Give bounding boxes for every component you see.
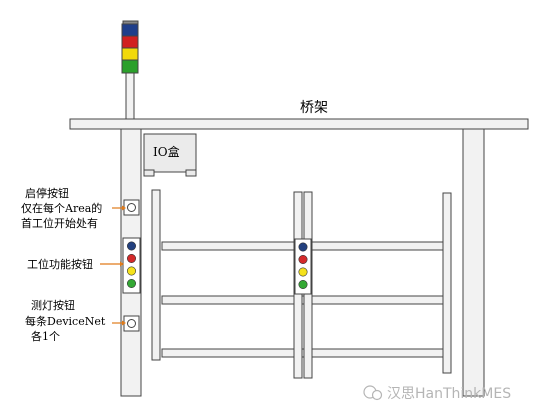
start-stop-button — [123, 199, 140, 216]
bridge-label: 桥架 — [300, 100, 328, 116]
station-button-panel-2 — [294, 238, 312, 295]
signal-tower-green — [121, 59, 139, 74]
button-yellow — [127, 266, 137, 276]
signal-tower — [121, 20, 139, 152]
signal-tower-yellow — [121, 47, 139, 61]
right-support-column — [462, 128, 485, 397]
annotation-lamp-test-2: 每条DeviceNet — [25, 314, 106, 328]
annotation-start-stop-1: 启停按钮 — [25, 186, 69, 200]
button-blue — [127, 241, 137, 251]
io-box: IO盒 — [143, 133, 197, 177]
annotation-lamp-test-3: 各1个 — [31, 329, 60, 343]
signal-tower-blue — [121, 23, 139, 37]
button-red — [127, 254, 137, 264]
station-button-panel — [122, 237, 141, 294]
annotation-lamp-test-1: 测灯按钮 — [31, 298, 75, 312]
io-box-label: IO盒 — [153, 144, 180, 159]
annotation-start-stop-3: 首工位开始处有 — [21, 216, 98, 230]
signal-tower-red — [121, 35, 139, 49]
button-green — [127, 278, 137, 288]
annotation-station-buttons: 工位功能按钮 — [27, 257, 93, 271]
bridge-beam — [69, 118, 529, 130]
watermark: 汉思HanThinkMES — [363, 385, 511, 402]
annotation-start-stop-2: 仅在每个Area的 — [21, 201, 102, 215]
watermark-text: 汉思HanThinkMES — [387, 386, 511, 402]
lamp-test-button — [123, 315, 140, 332]
annotation-arrows — [100, 205, 126, 326]
